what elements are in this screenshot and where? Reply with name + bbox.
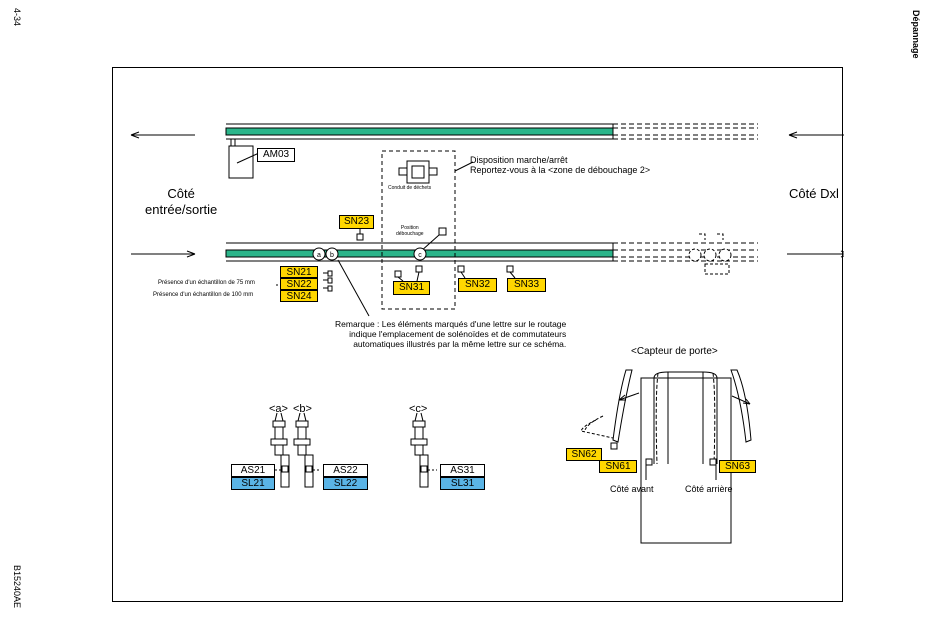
page-number: 4-34 — [12, 8, 22, 27]
label-sn33: SN33 — [507, 278, 546, 292]
marker-c: c — [418, 252, 422, 259]
sample-75-label: Présence d'un échantillon de 75 mm — [158, 280, 255, 286]
solenoid-detail-c — [410, 412, 437, 488]
upper-belt — [225, 123, 758, 140]
arrow-left-bottom — [131, 250, 196, 258]
side-inout-line1: Côté — [167, 186, 195, 201]
front-side-label: Côté avant — [610, 484, 654, 494]
waste-duct-area — [381, 150, 474, 310]
exit-rollers — [688, 233, 732, 275]
section-title: Dépannage — [911, 10, 921, 59]
onoff-layout-note: Disposition marche/arrêt Reportez-vous à… — [470, 155, 650, 175]
side-inout-label: Côté entrée/sortie — [145, 186, 217, 218]
remark-line1: Remarque : Les éléments marqués d'une le… — [335, 319, 567, 329]
label-sn21: SN21 — [280, 266, 318, 278]
label-as31: AS31 — [440, 464, 485, 477]
detail-c-title: <c> — [409, 403, 428, 415]
label-sn23: SN23 — [339, 215, 374, 229]
onoff-title: Disposition marche/arrêt — [470, 155, 568, 165]
label-sl22: SL22 — [323, 477, 368, 490]
onoff-reference: Reportez-vous à la <zone de débouchage 2… — [470, 165, 651, 175]
lower-belt — [225, 242, 758, 262]
side-inout-line2: entrée/sortie — [145, 202, 218, 217]
label-sn62: SN62 — [566, 448, 602, 461]
motor-am03 — [228, 139, 260, 179]
label-sn31: SN31 — [393, 281, 430, 295]
detail-a-title: <a> — [269, 403, 288, 415]
arrow-right-top — [788, 131, 844, 139]
side-dxl-label: Côté Dxl — [789, 186, 839, 201]
rear-side-label: Côté arrière — [685, 484, 733, 494]
clear-position-line1: Position — [400, 225, 419, 231]
label-sn22: SN22 — [280, 278, 318, 290]
figure-code: B15240AE — [12, 565, 22, 609]
arrow-right-bottom — [787, 250, 844, 258]
routing-remark: Remarque : Les éléments marqués d'une le… — [335, 319, 566, 349]
door-sensor-title: <Capteur de porte> — [631, 346, 718, 357]
label-sl21: SL21 — [231, 477, 275, 490]
door-sensor-drawing — [580, 369, 752, 544]
detail-b-title: <b> — [293, 403, 312, 415]
waste-duct-label: Conduit de déchets — [388, 185, 432, 191]
remark-line3: automatiques illustrés par la même lettr… — [353, 339, 567, 349]
sensor-markers — [323, 227, 516, 292]
clear-position-label: Position débouchage — [396, 225, 424, 237]
route-marker-letters: a b c — [317, 252, 422, 259]
marker-a: a — [317, 252, 321, 259]
label-sn32: SN32 — [458, 278, 497, 292]
label-as21: AS21 — [231, 464, 275, 477]
diagram-frame: a b c — [112, 67, 844, 602]
label-am03: AM03 — [257, 148, 295, 162]
label-sn63: SN63 — [719, 460, 756, 473]
label-as22: AS22 — [323, 464, 368, 477]
note-leader — [337, 259, 370, 317]
arrow-left-top — [130, 131, 195, 139]
solenoid-detail-b — [293, 412, 319, 488]
diagram-lineart: a b c — [130, 123, 844, 544]
label-sn61: SN61 — [599, 460, 637, 473]
label-sn24: SN24 — [280, 290, 318, 302]
clear-position-line2: débouchage — [396, 231, 424, 237]
sample-100-label: Présence d'un échantillon de 100 mm — [153, 292, 254, 298]
route-markers — [312, 247, 427, 261]
solenoid-detail-a — [270, 412, 290, 488]
label-sl31: SL31 — [440, 477, 485, 490]
remark-line2: indique l'emplacement de solénoïdes et d… — [349, 329, 567, 339]
marker-b: b — [330, 252, 334, 259]
